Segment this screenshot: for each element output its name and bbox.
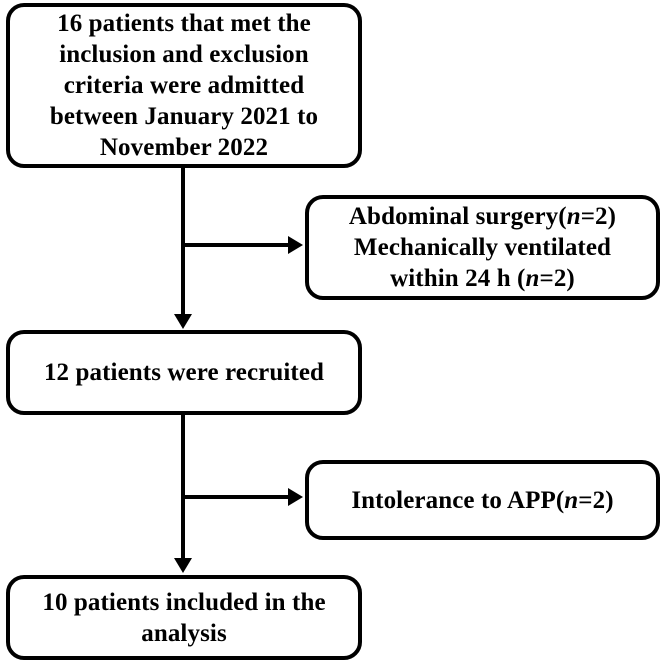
arrowhead-into-excluded-2-icon [288,488,303,506]
node-excluded-2-label: Intolerance to APP(n=2) [341,485,623,516]
excluded-1-line1-suffix: =2) [580,203,617,230]
node-analyzed: 10 patients included in the analysis [6,575,362,660]
excluded-2-suffix: =2) [578,486,614,514]
arrowhead-into-excluded-1-icon [288,236,303,254]
excluded-1-line2: Mechanically ventilated [353,234,612,261]
node-screened: 16 patients that met the inclusion and e… [6,3,362,168]
connector-screened-to-recruited [181,168,185,316]
connector-screened-to-excluded-1 [183,243,290,247]
excluded-1-line1-prefix: Abdominal surgery( [348,203,567,230]
excluded-1-line3-prefix: within 24 h ( [390,265,526,292]
excluded-1-line3-n: n [525,265,540,292]
node-excluded-2: Intolerance to APP(n=2) [305,460,660,540]
excluded-2-n: n [564,486,579,514]
node-recruited-label: 12 patients were recruited [43,359,325,386]
arrowhead-into-recruited-icon [174,314,192,329]
node-excluded-1: Abdominal surgery(n=2)Mechanically venti… [305,195,660,300]
node-recruited: 12 patients were recruited [6,330,362,415]
node-screened-label: 16 patients that met the inclusion and e… [49,10,319,161]
excluded-1-line3-suffix: =2) [539,265,575,292]
connector-recruited-to-excluded-2 [183,495,290,499]
excluded-1-line1-n: n [566,203,581,230]
node-excluded-1-label: Abdominal surgery(n=2)Mechanically venti… [339,201,626,294]
node-analyzed-label: 10 patients included in the analysis [42,588,326,647]
excluded-2-prefix: Intolerance to APP( [351,486,565,514]
arrowhead-into-analyzed-icon [174,558,192,573]
connector-recruited-to-analyzed [181,415,185,560]
